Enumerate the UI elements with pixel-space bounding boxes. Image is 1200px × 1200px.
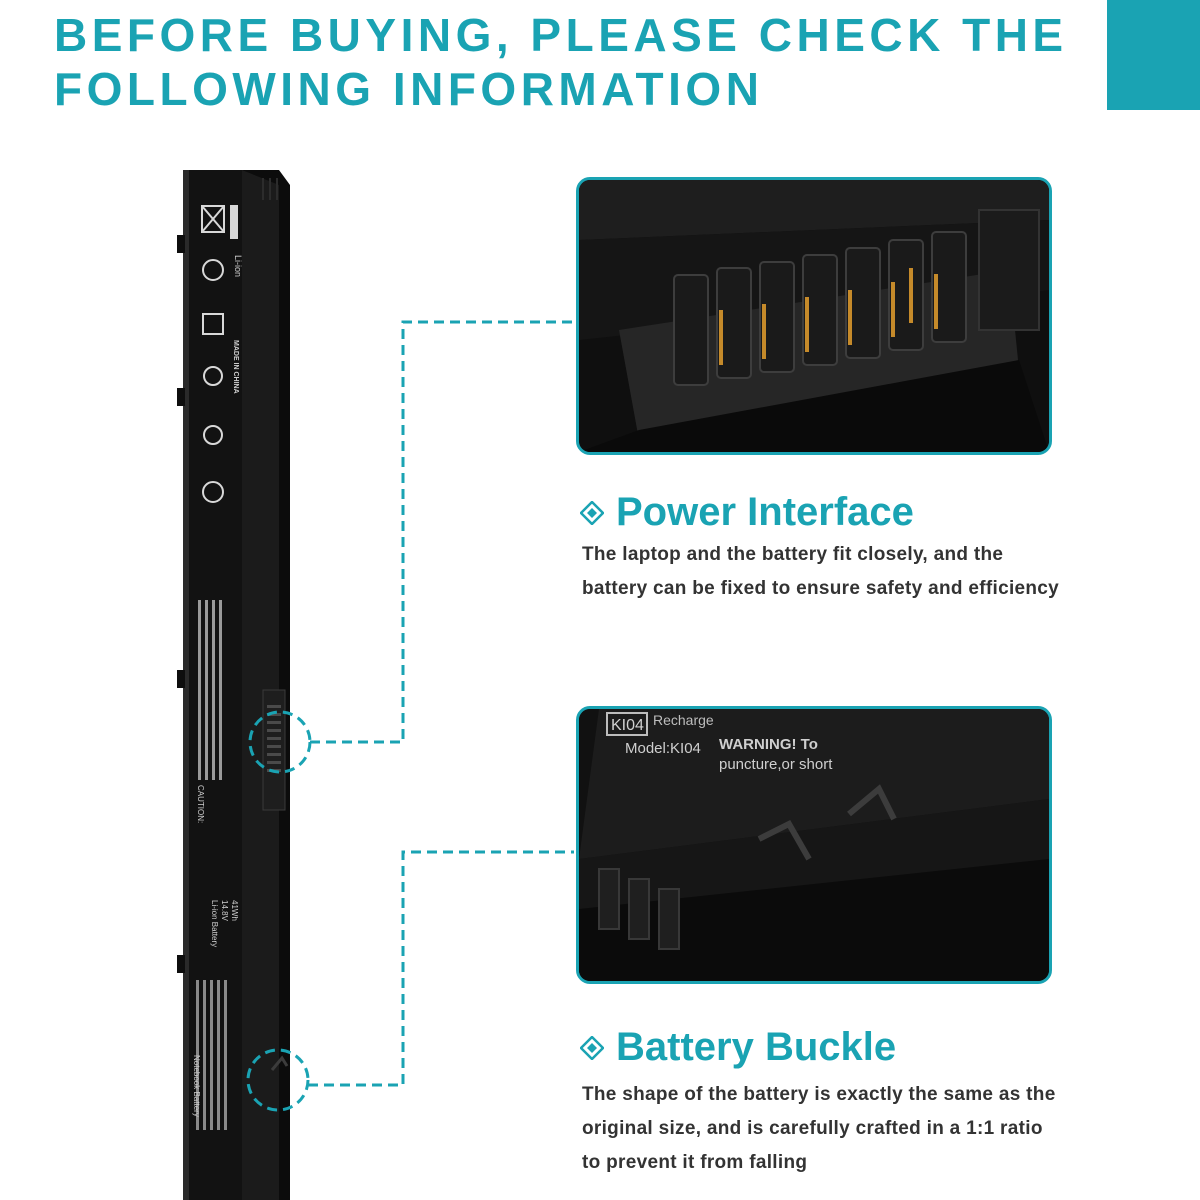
battery-product-label: Notebook Battery [192, 1055, 201, 1117]
power-interface-photo [576, 177, 1052, 455]
power-interface-title: Power Interface [580, 490, 914, 535]
closeup-puncture-text: puncture,or short [719, 756, 833, 773]
diamond-icon [580, 500, 604, 525]
power-interface-description: The laptop and the battery fit closely, … [582, 544, 1060, 599]
battery-made-in-label: MADE IN CHINA [232, 340, 239, 394]
closeup-model-text: Model:KI04 [625, 740, 701, 757]
battery-image: Li-ion MADE IN CHINA CAUTION: Li-ion Bat… [150, 140, 300, 1200]
battery-buckle-title: Battery Buckle [580, 1025, 896, 1070]
closeup-model-tag: KI04 [611, 717, 644, 734]
battery-buckle-description: The shape of the battery is exactly the … [582, 1084, 1056, 1173]
battery-buckle-title-text: Battery Buckle [616, 1025, 897, 1069]
battery-caution-label: CAUTION: [196, 785, 205, 823]
battery-chemistry-label: Li-ion [233, 255, 243, 277]
battery-buckle-callout-line [308, 850, 574, 1087]
battery-voltage-label: 14.8V [220, 900, 229, 922]
power-interface-callout-line [310, 320, 574, 744]
battery-energy-label: 41Wh [230, 900, 239, 921]
page-title: BEFORE BUYING, PLEASE CHECK THE FOLLOWIN… [54, 9, 1068, 115]
closeup-recharge-text: Recharge [653, 712, 714, 728]
diamond-icon [580, 1035, 604, 1060]
closeup-warning-text: WARNING! To [719, 736, 818, 753]
power-interface-title-text: Power Interface [616, 490, 914, 534]
battery-type-label: Li-ion Battery [210, 900, 219, 947]
corner-accent-block [1107, 0, 1200, 110]
battery-buckle-photo: KI04 Recharge Model:KI04 WARNING! To pun… [576, 706, 1052, 984]
